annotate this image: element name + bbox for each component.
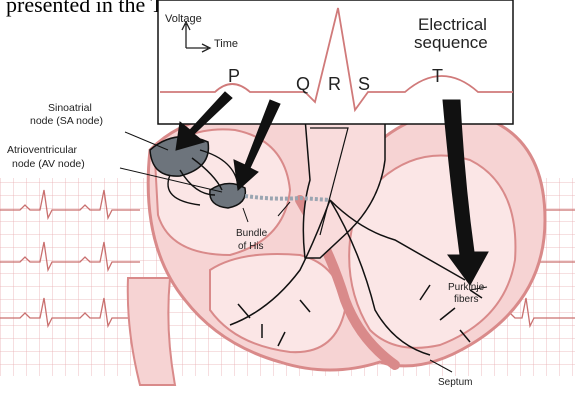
wave-t-label: T [432, 66, 443, 86]
purkinje-label-line2: fibers [454, 294, 478, 305]
bundle-his-label-line1: Bundle [236, 228, 268, 239]
wave-s-label: S [358, 74, 370, 94]
time-label: Time [214, 38, 238, 50]
bundle-his-label-line2: of His [238, 241, 264, 252]
septum-label: Septum [438, 377, 472, 388]
sa-node-label-line2: node (SA node) [30, 115, 103, 127]
electrical-title-line1: Electrical [418, 15, 487, 34]
sa-node-label-line1: Sinoatrial [48, 102, 92, 114]
av-node-label-line1: Atrioventricular [7, 144, 78, 156]
wave-q-label: Q [296, 74, 310, 94]
av-node-label-line2: node (AV node) [12, 158, 85, 170]
wave-p-label: P [228, 66, 240, 86]
wave-r-label: R [328, 74, 341, 94]
purkinje-label-line1: Purkinje [448, 282, 485, 293]
electrical-title-line2: sequence [414, 33, 488, 52]
voltage-label: Voltage [165, 13, 202, 25]
